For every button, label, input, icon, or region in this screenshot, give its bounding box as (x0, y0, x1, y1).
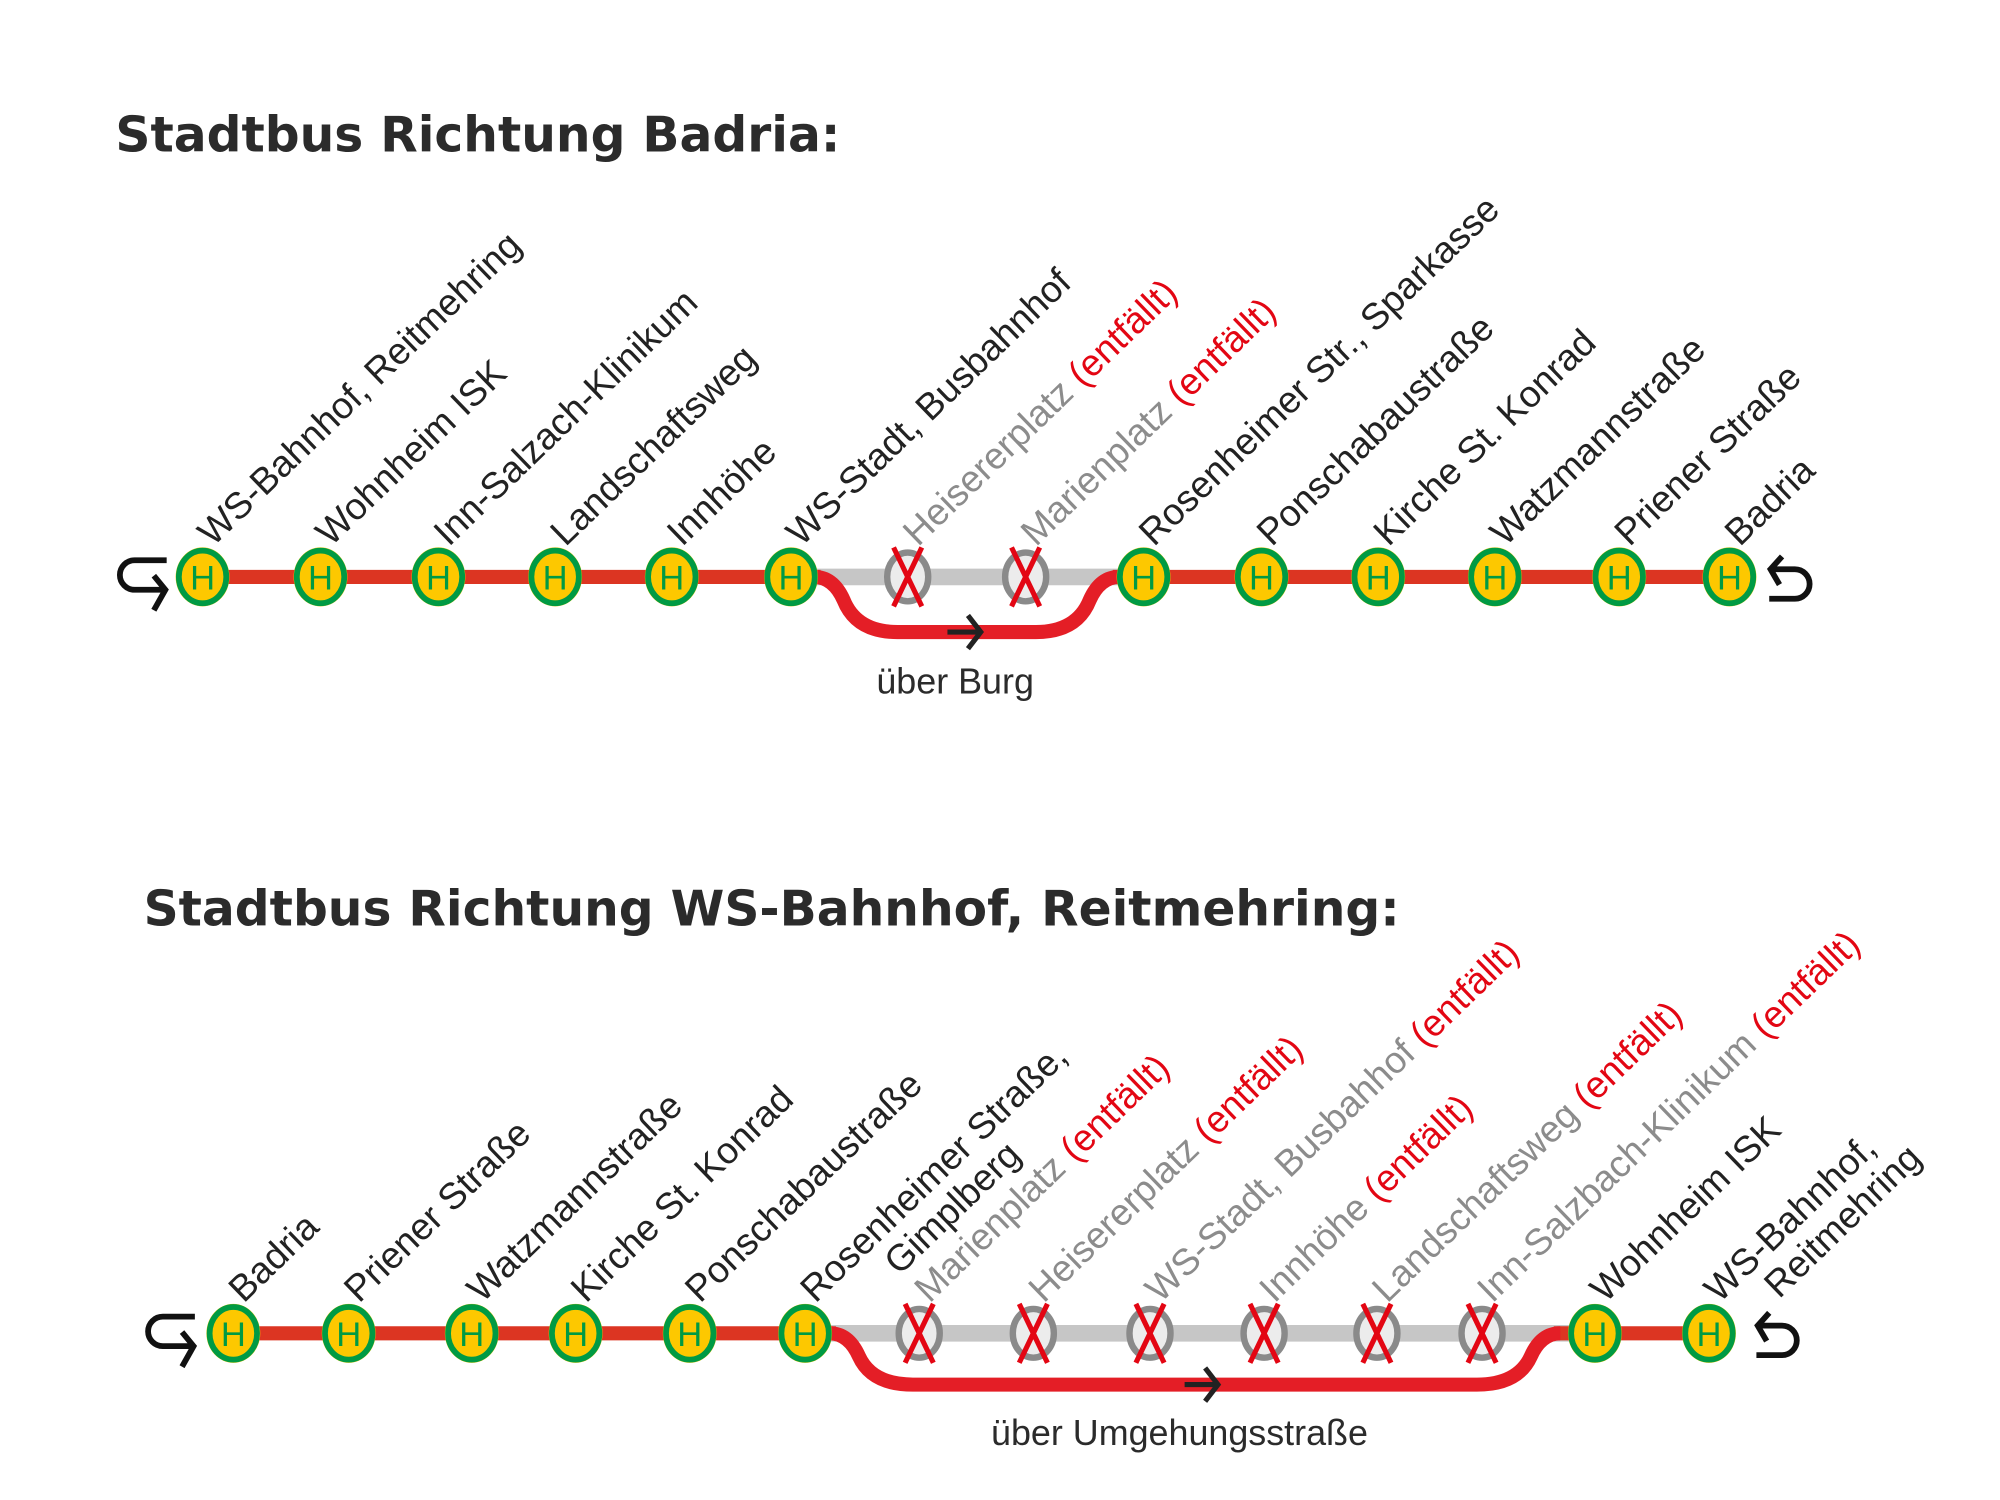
bus-stop-icon (1116, 547, 1171, 607)
turnaround-end-icon (1754, 1310, 1800, 1359)
bus-stop: H (206, 1303, 261, 1363)
bus-stop-icon (206, 1304, 260, 1363)
bus-stop: H (528, 547, 583, 607)
stop-label: Badria (220, 1205, 327, 1310)
stop-letter: H (1249, 560, 1274, 598)
bus-stop: H (764, 547, 818, 607)
cancelled-stop (1001, 546, 1050, 608)
stop-letter: H (1582, 1316, 1607, 1354)
direction-arrow-icon (947, 613, 985, 651)
cancelled-stop (895, 1302, 943, 1364)
cancel-x-icon (1465, 1302, 1499, 1364)
stop-letter: H (543, 560, 568, 598)
cancelled-stop (1458, 1302, 1506, 1364)
bus-stop-icon (445, 1304, 499, 1363)
stop-letter: H (779, 560, 804, 598)
stop-letter: H (221, 1316, 246, 1354)
cancelled-stop (1240, 1302, 1288, 1364)
cancel-x-icon (1133, 1302, 1167, 1364)
bus-stop-icon (175, 547, 230, 607)
stop-letter: H (1366, 560, 1391, 598)
bus-stop: H (1351, 547, 1406, 607)
stop-letter: H (1131, 560, 1156, 598)
cancel-x-icon (891, 546, 925, 608)
bus-stop: H (1592, 547, 1647, 607)
stop-letter: H (677, 1316, 702, 1354)
turnaround-start-icon (117, 557, 169, 612)
bus-stop-icon (663, 1304, 717, 1363)
stop-label: Badria (1716, 448, 1823, 553)
bus-stop-icon (1468, 547, 1522, 607)
cancel-x-icon (902, 1302, 936, 1364)
bus-stop: H (778, 1303, 833, 1363)
detour-label-umgehungsstrasse: über Umgehungsstraße (991, 1413, 1368, 1453)
cancel-x-icon (1360, 1302, 1394, 1364)
bus-stop-icon (778, 1304, 832, 1363)
cancelled-stop (1009, 1302, 1058, 1364)
bus-stop: H (662, 1303, 717, 1363)
stop-letter: H (793, 1316, 818, 1354)
stop-label: Landschaftsweg (542, 336, 764, 553)
stop-letter: H (426, 560, 451, 598)
bus-stop-icon (1234, 547, 1289, 607)
bus-stop-icon (645, 547, 699, 607)
bus-stop: H (1467, 547, 1522, 607)
bus-stop: H (1702, 547, 1757, 607)
cancel-x-icon (1016, 1302, 1050, 1364)
cancelled-stop (1353, 1302, 1401, 1364)
bus-stop: H (1567, 1303, 1622, 1363)
cancel-x-icon (1009, 546, 1043, 608)
bus-stop: H (411, 547, 466, 607)
cancel-x-icon (1247, 1302, 1281, 1364)
bus-stop-icon (322, 1304, 376, 1363)
stop-letter: H (459, 1316, 484, 1354)
bus-stop-icon (293, 547, 348, 607)
stop-label: Kirche St. Konrad (1365, 321, 1604, 554)
stop-label: Watzmannstraße (1482, 327, 1714, 553)
detour-label-burg: über Burg (876, 662, 1034, 702)
stop-letter: H (190, 560, 215, 598)
bus-stop-icon (1351, 547, 1405, 607)
bus-stop-icon (1592, 547, 1646, 607)
cancelled-stop (883, 546, 932, 608)
bus-stop: H (1234, 547, 1289, 607)
turnaround-end-icon (1766, 554, 1813, 602)
bus-stop: H (293, 547, 348, 607)
stop-letter: H (308, 560, 333, 598)
bus-stop: H (444, 1303, 499, 1363)
stop-letter: H (1607, 560, 1632, 598)
bus-stop-icon (1568, 1304, 1622, 1363)
bus-stop-icon (1702, 547, 1757, 607)
bus-stop-icon (528, 547, 582, 607)
stop-letter: H (1717, 560, 1742, 598)
route-title-ws-bahnhof: Stadtbus Richtung WS-Bahnhof, Reitmehrin… (144, 882, 1400, 938)
bus-stop: H (644, 547, 699, 607)
bus-stop-icon (1682, 1304, 1736, 1363)
bus-stop: H (548, 1303, 603, 1363)
stop-letter: H (1482, 560, 1507, 598)
stop-letter: H (659, 560, 684, 598)
stop-label: Wohnheim ISK (1582, 1108, 1789, 1310)
cancelled-stop (1126, 1302, 1174, 1364)
bus-stop: H (321, 1303, 376, 1363)
bus-stop: H (1116, 547, 1171, 607)
stop-letter: H (1696, 1316, 1721, 1354)
bus-stop-icon (411, 547, 466, 607)
direction-arrow-icon (1184, 1366, 1222, 1403)
bus-stop: H (175, 547, 230, 607)
bus-stop: H (1682, 1303, 1736, 1363)
cancelled-note: (entfällt) (1735, 922, 1868, 1053)
bus-stop-icon (764, 547, 818, 607)
cancelled-note: (entfällt) (1394, 931, 1527, 1062)
stop-letter: H (336, 1316, 361, 1354)
route-title-badria: Stadtbus Richtung Badria: (115, 107, 840, 163)
stop-letter: H (563, 1316, 588, 1354)
bus-stop-icon (549, 1304, 603, 1363)
turnaround-start-icon (145, 1313, 198, 1369)
